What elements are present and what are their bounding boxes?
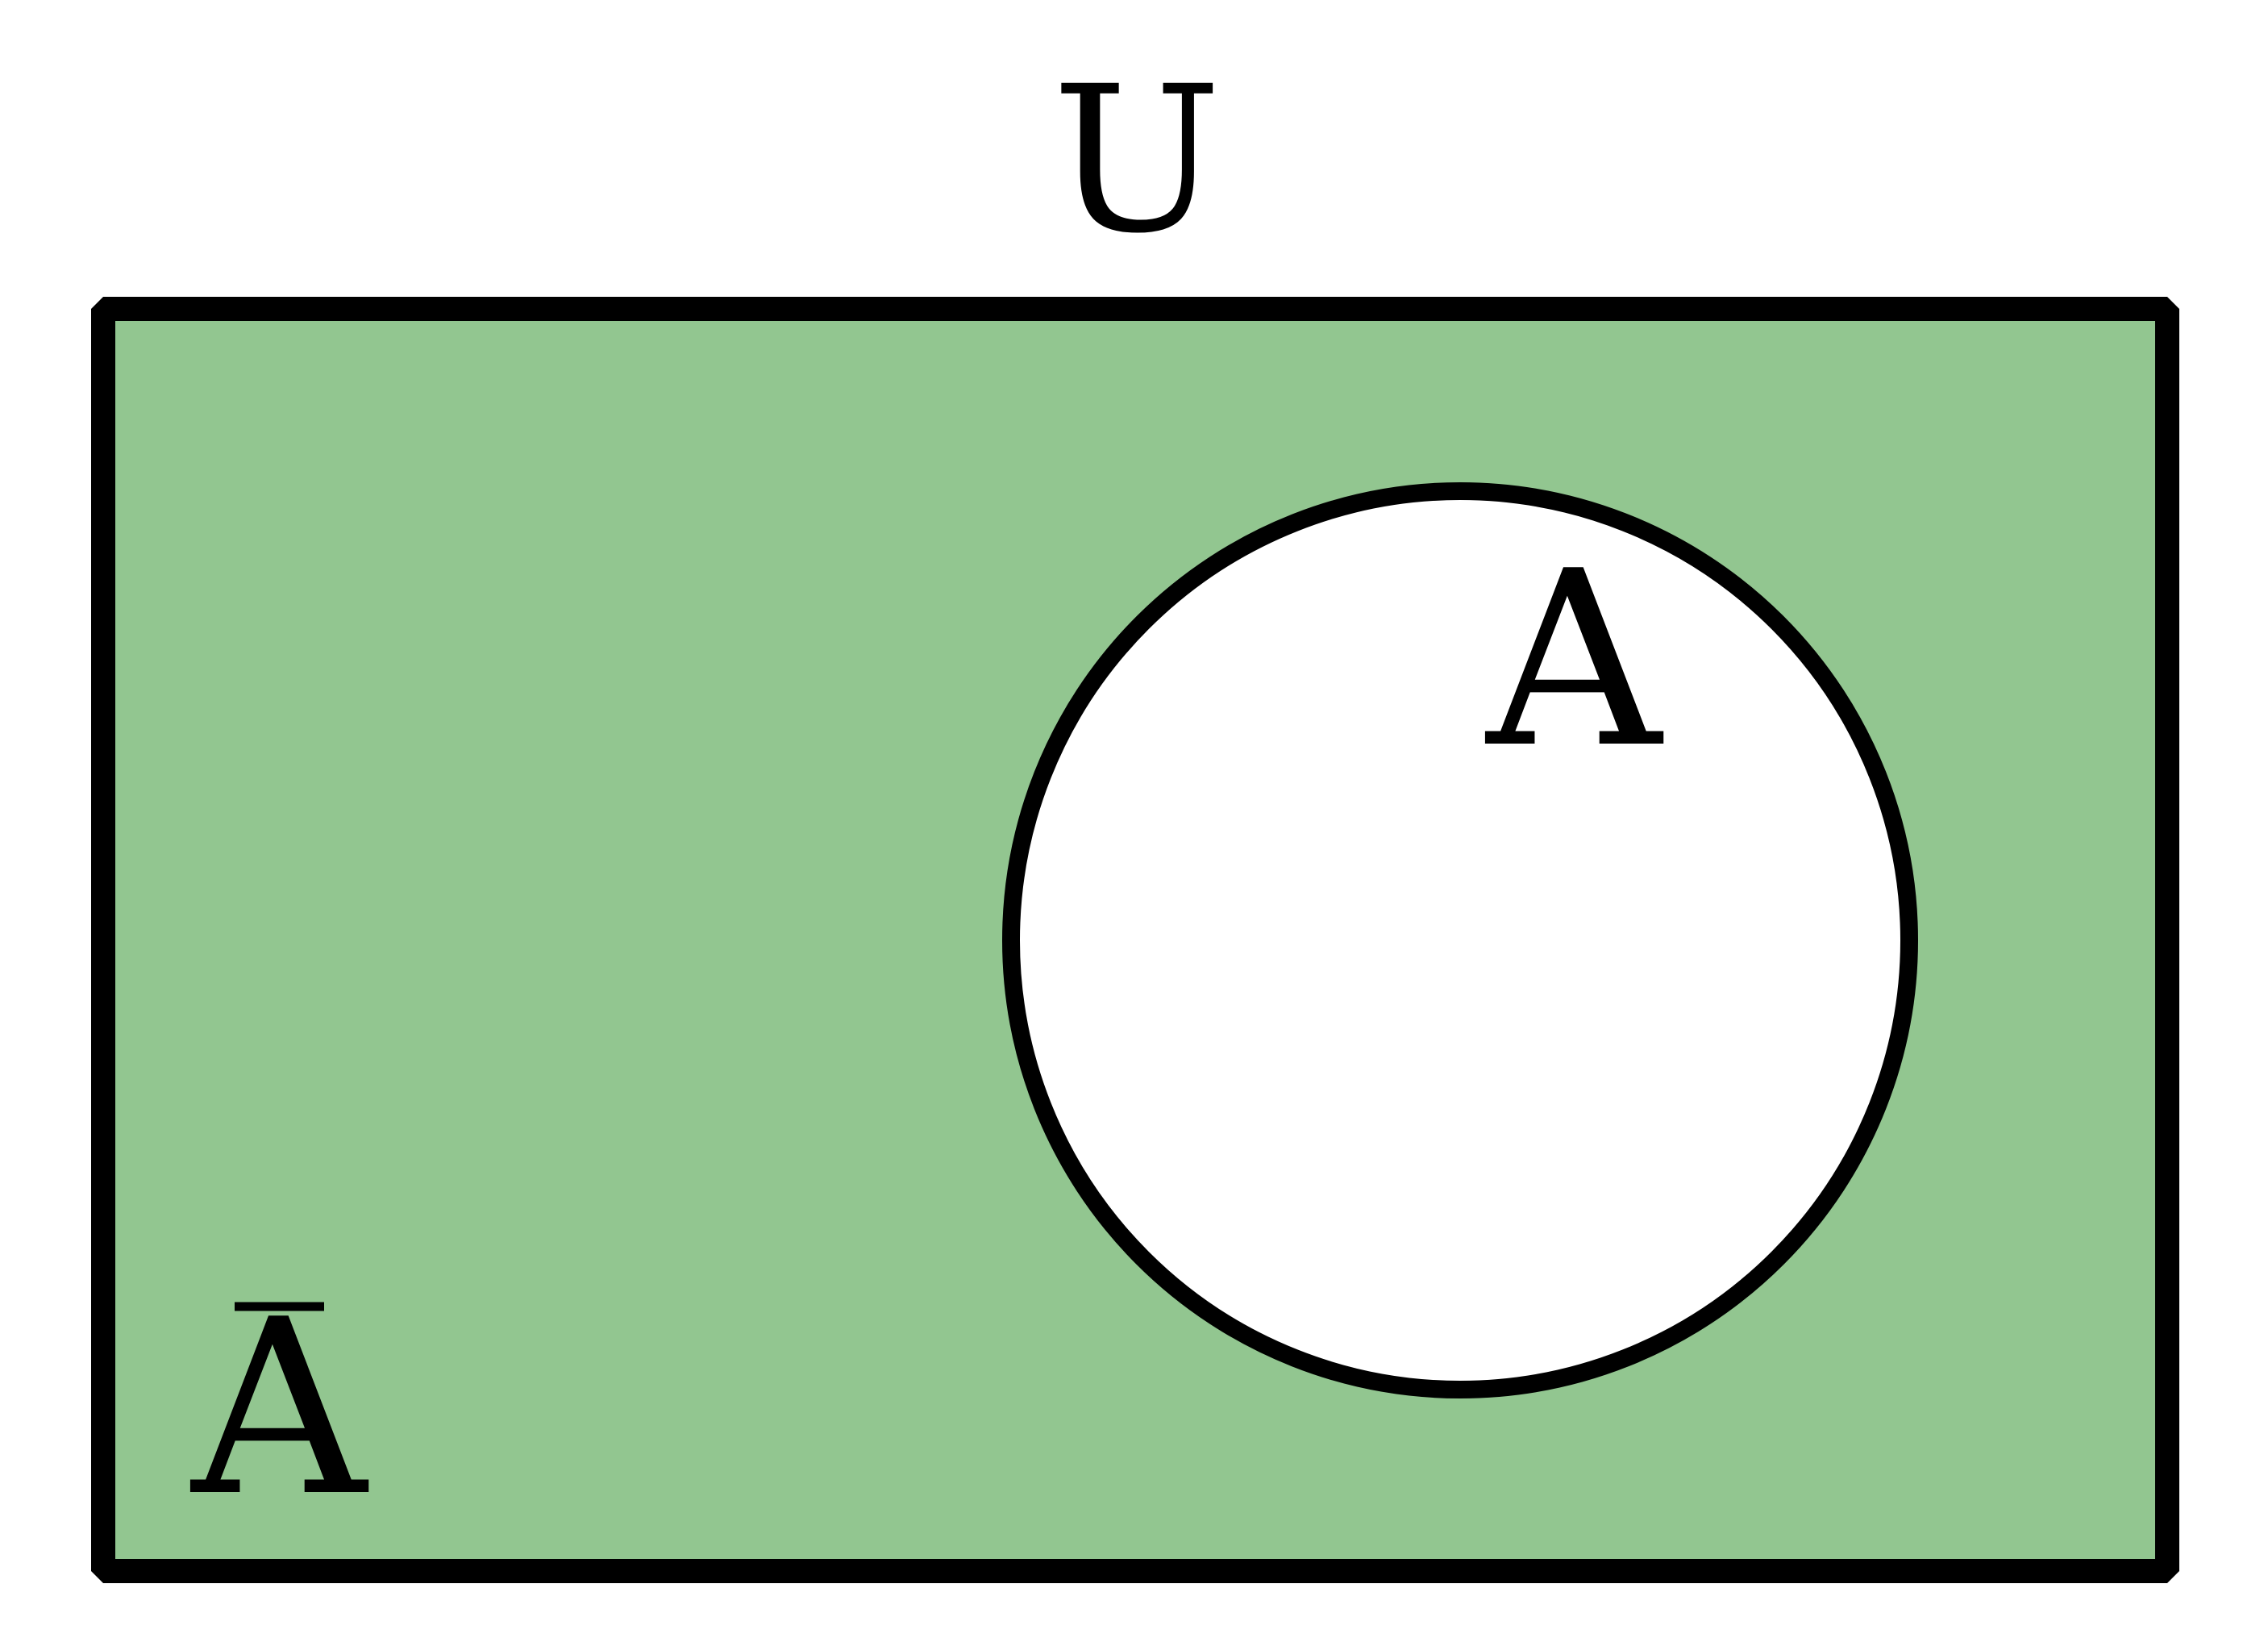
- set-a-circle: [1002, 482, 1918, 1398]
- complement-label-text: A: [188, 1268, 369, 1549]
- universe-label: U: [1052, 43, 1222, 277]
- set-a-label: A: [1483, 519, 1664, 801]
- complement-label: A: [188, 1268, 369, 1549]
